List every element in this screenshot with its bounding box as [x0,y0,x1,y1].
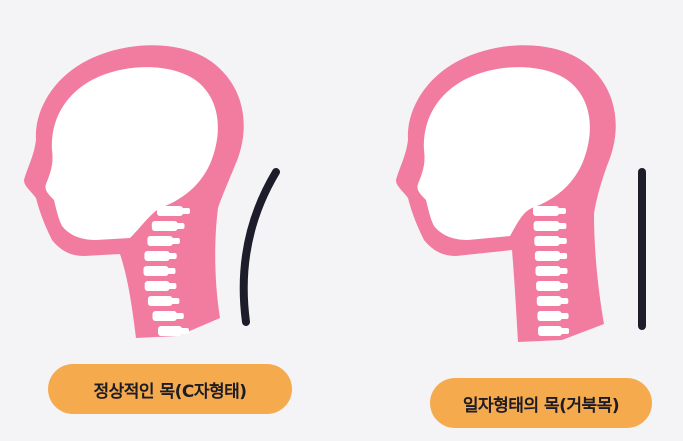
spinous-process [559,268,568,274]
spinous-process [557,208,566,214]
vertebra [147,236,173,246]
spine [533,206,569,336]
spinous-process [176,223,185,229]
turtle-neck-illustration [342,0,683,441]
turtle-neck-panel: 일자형태의 목(거북목) [342,0,683,441]
vertebra [144,266,169,276]
spinous-process [175,313,184,319]
spinous-process [180,328,189,334]
vertebra [533,206,559,216]
spinous-process [560,313,569,319]
spinous-process [559,298,568,304]
vertebra [153,311,177,321]
vertebra [538,326,562,336]
vertebra [152,221,178,231]
spinous-process [171,238,180,244]
vertebra [158,326,182,336]
label-pill: 정상적인 목(C자형태) [48,364,292,414]
spinous-process [558,238,567,244]
vertebra [534,221,560,231]
normal-neck-label: 정상적인 목(C자형태) [93,377,246,402]
spinous-process [559,283,568,289]
spinous-process [167,268,176,274]
label-pill: 일자형태의 목(거북목) [430,378,652,428]
c-curve-line [244,172,276,322]
vertebra [536,266,561,276]
vertebra [144,251,169,261]
vertebra [537,296,562,306]
turtle-neck-label: 일자형태의 목(거북목) [463,391,619,416]
vertebra [157,206,183,216]
spinous-process [557,223,566,229]
vertebra [148,296,173,306]
spinous-process [168,253,177,259]
spinous-process [560,328,569,334]
spinous-process [558,253,567,259]
vertebra [535,251,560,261]
vertebra [145,281,170,291]
vertebra [534,236,560,246]
normal-neck-panel: 정상적인 목(C자형태) [0,0,341,441]
spinous-process [170,298,179,304]
spinous-process [181,208,190,214]
vertebra [537,311,561,321]
spinous-process [167,283,176,289]
vertebra [536,281,561,291]
